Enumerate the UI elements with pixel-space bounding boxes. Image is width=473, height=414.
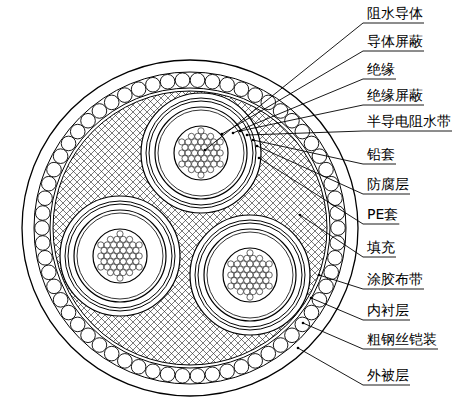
part-label: 粗钢丝铠装 <box>366 330 438 348</box>
cable-core <box>141 93 261 213</box>
leader-dot <box>318 274 321 277</box>
armour-wire <box>205 74 220 89</box>
armour-wire <box>131 82 146 97</box>
armour-wire <box>220 364 235 379</box>
armour-wire <box>248 354 263 369</box>
leader-dot <box>239 130 242 133</box>
armour-wire <box>261 346 276 361</box>
armour-wire <box>53 293 68 308</box>
armour-wire <box>248 88 263 103</box>
armour-wire <box>324 176 339 191</box>
armour-wire <box>38 250 53 265</box>
leader-line <box>303 323 438 349</box>
leader-dot <box>204 149 207 152</box>
leader-dot <box>310 297 313 300</box>
armour-wire <box>331 221 346 236</box>
part-label: 铅套 <box>366 145 396 163</box>
leader-dot <box>232 132 235 135</box>
leader-lines <box>204 23 452 385</box>
armour-wire <box>160 74 175 89</box>
armour-wire <box>35 221 50 236</box>
armour-wire <box>295 124 310 139</box>
leader-line <box>298 348 410 385</box>
armour-wire <box>38 191 53 206</box>
part-label: 填充 <box>366 238 396 256</box>
armour-wire <box>304 136 319 151</box>
steel-wire-armour <box>35 73 346 383</box>
armour-wire <box>104 95 119 110</box>
leader-dot <box>258 157 261 160</box>
armour-wire <box>47 279 62 294</box>
part-label: 导体屏蔽 <box>366 32 424 50</box>
armour-wire <box>234 82 249 97</box>
armour-wire <box>190 73 205 88</box>
armour-wire <box>92 338 107 353</box>
cable-core <box>60 196 180 316</box>
armour-wire <box>273 338 288 353</box>
part-label: 防腐层 <box>366 175 410 193</box>
armour-wire <box>295 317 310 332</box>
armour-wire <box>319 279 334 294</box>
part-label: 外被层 <box>366 366 410 384</box>
armour-wire <box>261 95 276 110</box>
armour-wire <box>312 149 327 164</box>
outer-sheath <box>22 60 358 396</box>
part-label: 绝缘屏蔽 <box>366 86 424 104</box>
armour-wire <box>118 88 133 103</box>
armour-wire <box>205 367 220 382</box>
cable-core <box>190 215 310 335</box>
armour-wire <box>160 367 175 382</box>
armour-wire <box>41 176 56 191</box>
armour-wire <box>35 206 50 221</box>
armour-wire <box>35 236 50 251</box>
armour-wire <box>131 359 146 374</box>
leader-line <box>311 298 410 320</box>
armour-wire <box>70 124 85 139</box>
armour-wire <box>47 162 62 177</box>
armour-wire <box>146 77 161 92</box>
armour-wire <box>190 369 205 384</box>
armour-wire <box>146 364 161 379</box>
armour-wire <box>220 77 235 92</box>
armour-wire <box>118 354 133 369</box>
armour-wire <box>285 328 300 343</box>
armour-wire <box>41 265 56 280</box>
armour-wire <box>70 317 85 332</box>
armour-wire <box>175 369 190 384</box>
part-label: PE套 <box>366 205 399 223</box>
inner-liner <box>50 88 330 368</box>
leader-dot <box>297 347 300 350</box>
part-label: 绝缘 <box>366 60 396 78</box>
armour-wire <box>81 113 96 128</box>
armour-wire <box>304 305 319 320</box>
leader-line <box>247 131 452 135</box>
leader-dot <box>302 322 305 325</box>
armour-wire <box>53 149 68 164</box>
leader-dot <box>299 214 302 217</box>
armour-wire <box>234 359 249 374</box>
leader-line <box>257 146 410 194</box>
armour-wire <box>61 305 76 320</box>
part-label: 半导电阻水带 <box>366 112 452 130</box>
armour-wire <box>61 136 76 151</box>
armour-wire <box>175 73 190 88</box>
part-label: 阻水导体 <box>366 4 424 22</box>
leader-line <box>253 140 396 164</box>
part-label: 内衬层 <box>366 301 410 319</box>
leader-dot <box>256 145 259 148</box>
leader-dot <box>252 139 255 142</box>
leader-dot <box>246 134 249 137</box>
armour-wire <box>81 328 96 343</box>
armour-wire <box>92 104 107 119</box>
armour-wire <box>328 250 343 265</box>
leader-dot <box>221 133 224 136</box>
part-label: 涂胶布带 <box>366 270 424 288</box>
armour-wire <box>104 346 119 361</box>
